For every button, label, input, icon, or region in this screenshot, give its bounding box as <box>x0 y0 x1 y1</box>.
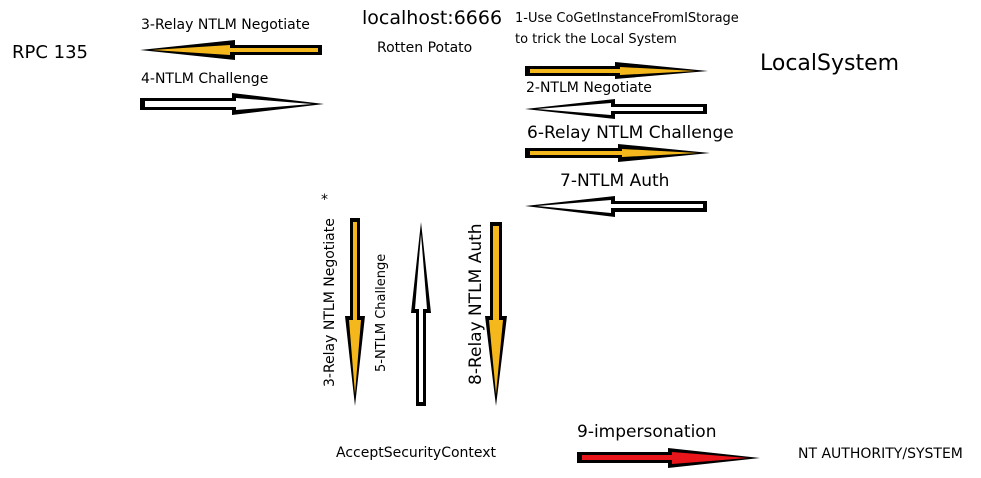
arrow-8-vertical-relay-auth <box>485 222 507 406</box>
accept-security-context-label: AcceptSecurityContext <box>336 445 497 461</box>
nt-authority-system-label: NT AUTHORITY/SYSTEM <box>798 446 963 462</box>
step-2-label: 2-NTLM Negotiate <box>526 80 652 96</box>
localsystem-label: LocalSystem <box>760 51 900 76</box>
step-5-vertical-label: 5-NTLM Challenge <box>374 253 389 372</box>
arrow-4-ntlm-challenge <box>140 93 324 115</box>
arrow-5-vertical-challenge <box>411 222 431 406</box>
step-7-label: 7-NTLM Auth <box>560 171 670 191</box>
rotten-potato-label: Rotten Potato <box>377 40 473 56</box>
arrow-3-vertical-relay <box>345 218 365 406</box>
step-6-label: 6-Relay NTLM Challenge <box>527 123 734 143</box>
step-3-label: 3-Relay NTLM Negotiate <box>141 17 310 33</box>
rpc-135-label: RPC 135 <box>12 42 89 63</box>
step-1-line-1: 1-Use CoGetInstanceFromIStorage <box>515 11 739 26</box>
arrow-2-ntlm-negotiate <box>525 99 707 119</box>
step-3-asterisk: * <box>321 192 328 208</box>
step-4-label: 4-NTLM Challenge <box>141 71 269 87</box>
step-9-label: 9-impersonation <box>577 422 717 442</box>
localhost-label: localhost:6666 <box>362 7 503 29</box>
step-3-vertical-label: 3-Relay NTLM Negotiate <box>322 218 338 387</box>
arrow-3-relay-ntlm-negotiate <box>140 40 322 60</box>
step-1-line-2: to trick the Local System <box>515 32 677 47</box>
step-8-vertical-label: 8-Relay NTLM Auth <box>466 223 486 385</box>
arrow-7-ntlm-auth <box>525 196 707 217</box>
arrow-1-cogetinstance <box>525 62 708 79</box>
arrow-9-impersonation <box>577 448 760 468</box>
arrow-6-relay-ntlm-challenge <box>525 144 710 162</box>
